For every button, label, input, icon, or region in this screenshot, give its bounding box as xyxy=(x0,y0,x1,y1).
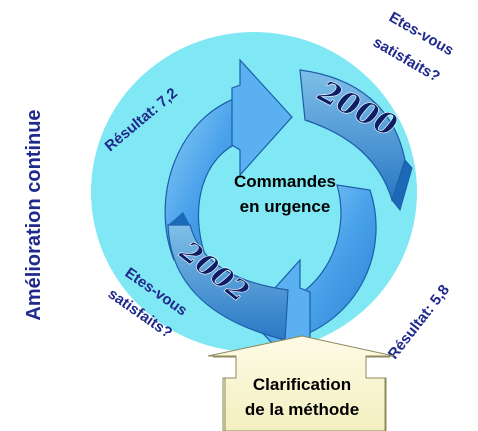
center-title-line2: en urgence xyxy=(240,197,331,216)
result-bottom-label: Résultat: 5,8 xyxy=(385,282,453,363)
upper-right-band xyxy=(299,69,413,212)
clarification-box: Clarification de la méthode xyxy=(207,335,395,431)
side-label: Amélioration continue xyxy=(23,109,45,320)
clarification-line1: Clarification xyxy=(253,375,351,394)
clarification-line2: de la méthode xyxy=(245,400,359,419)
center-title-line1: Commandes xyxy=(234,172,336,191)
